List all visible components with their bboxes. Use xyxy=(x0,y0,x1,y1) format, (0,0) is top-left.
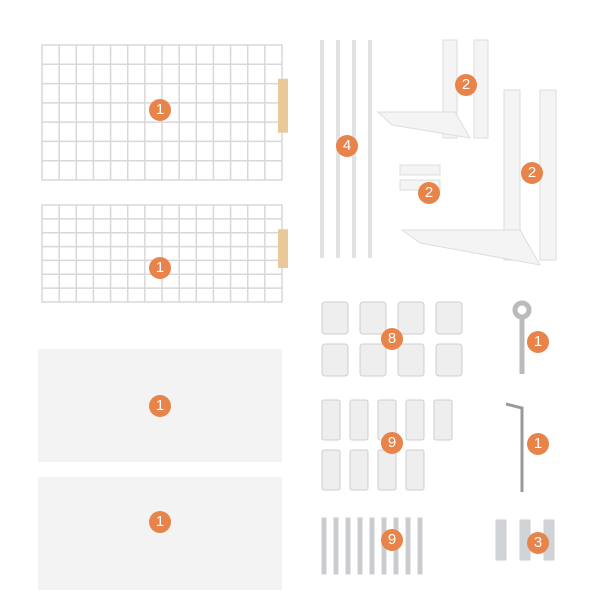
qty-badge: 2 xyxy=(521,162,543,184)
clip xyxy=(359,343,387,377)
screw xyxy=(333,517,339,575)
wire-basket xyxy=(41,44,288,181)
connector xyxy=(405,399,425,441)
clip xyxy=(321,301,349,335)
shelf-panels xyxy=(38,349,282,590)
wrench xyxy=(512,300,532,374)
connector xyxy=(405,449,425,491)
brackets xyxy=(376,39,557,266)
clip xyxy=(397,343,425,377)
connector xyxy=(321,449,341,491)
clip xyxy=(359,301,387,335)
screw xyxy=(369,517,375,575)
qty-badge: 2 xyxy=(418,182,440,204)
wooden-handle xyxy=(278,229,288,269)
connector xyxy=(349,449,369,491)
screw xyxy=(321,517,327,575)
wooden-handle xyxy=(278,78,288,133)
clip xyxy=(397,301,425,335)
qty-badge: 1 xyxy=(149,511,171,533)
hex-key xyxy=(505,402,524,492)
clip xyxy=(321,343,349,377)
qty-badge: 9 xyxy=(381,529,403,551)
screw xyxy=(417,517,423,575)
shelf-panel xyxy=(38,477,282,590)
screw xyxy=(357,517,363,575)
connector xyxy=(433,399,453,441)
screw xyxy=(405,517,411,575)
qty-badge: 1 xyxy=(149,99,171,121)
qty-badge: 1 xyxy=(527,433,549,455)
qty-badge: 3 xyxy=(527,532,549,554)
qty-badge: 1 xyxy=(149,395,171,417)
qty-badge: 8 xyxy=(381,328,403,350)
connector xyxy=(321,399,341,441)
qty-badge: 2 xyxy=(455,74,477,96)
clip xyxy=(435,343,463,377)
connector xyxy=(377,449,397,491)
qty-badge: 4 xyxy=(336,135,358,157)
clip xyxy=(435,301,463,335)
screw xyxy=(345,517,351,575)
qty-badge: 1 xyxy=(527,331,549,353)
anchor xyxy=(495,519,507,561)
qty-badge: 1 xyxy=(149,257,171,279)
connector xyxy=(349,399,369,441)
qty-badge: 9 xyxy=(381,432,403,454)
wire-basket xyxy=(41,204,288,303)
